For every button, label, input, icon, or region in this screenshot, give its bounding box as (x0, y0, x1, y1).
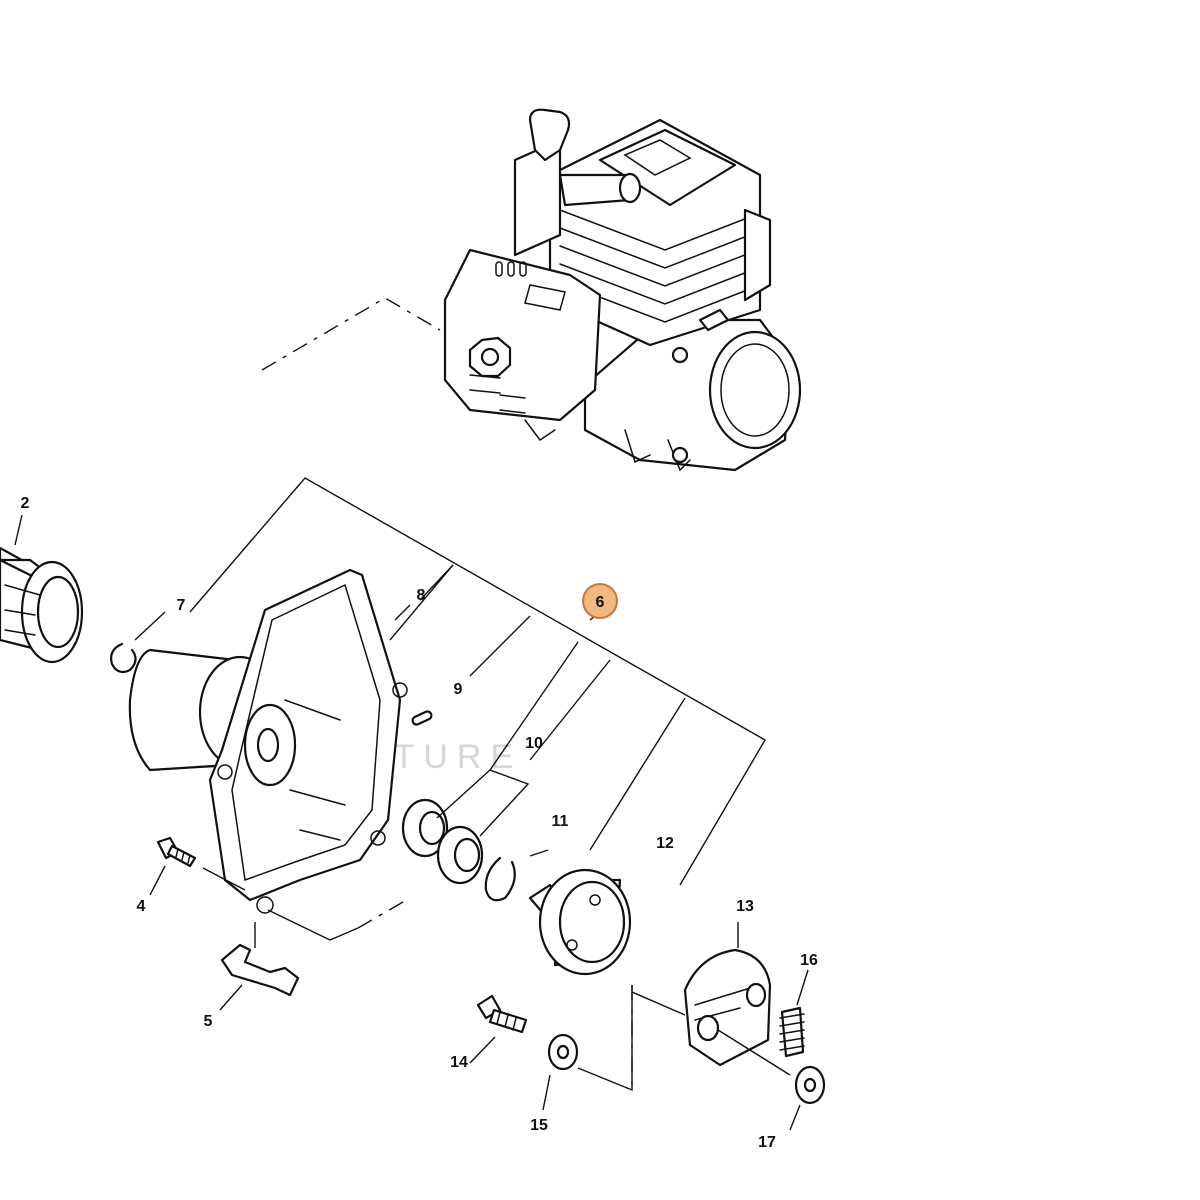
part-11-circlip (484, 856, 516, 902)
callout-12: 12 (656, 835, 674, 852)
part-9-pin (411, 710, 433, 726)
leader-lines (14, 477, 809, 1131)
callout-10: 10 (525, 735, 543, 752)
part-15-washer (547, 1033, 579, 1071)
engine-illustration (443, 108, 802, 472)
callout-14: 14 (450, 1054, 468, 1071)
callout-labels: 2 4 5 7 8 9 10 11 12 13 14 15 16 17 (21, 495, 818, 1151)
part-10-bearings (401, 798, 484, 885)
highlight-circle (582, 583, 618, 619)
callout-8: 8 (417, 587, 426, 604)
callout-15: 15 (530, 1117, 548, 1134)
callout-16: 16 (800, 952, 818, 969)
callout-17: 17 (758, 1134, 776, 1151)
clutch-housing (128, 568, 408, 914)
part-12-clutch-drum (528, 868, 632, 976)
callout-9: 9 (454, 681, 463, 698)
callout-6: 6 (596, 594, 605, 611)
callout-7: 7 (177, 597, 186, 614)
callout-13: 13 (736, 898, 754, 915)
part-16-spring (779, 1006, 805, 1058)
callout-11: 11 (552, 813, 569, 830)
housing-dash-leader (357, 897, 411, 929)
callout-5: 5 (204, 1013, 213, 1030)
part-14-bolt (476, 994, 528, 1034)
callout-6-highlight[interactable]: 6 (582, 583, 618, 619)
part-2-coupling (0, 546, 84, 664)
part-7-ring (110, 642, 137, 674)
part-4-screw (156, 836, 197, 868)
callout-4: 4 (137, 898, 146, 915)
part-5-clip (220, 943, 300, 997)
part-17-washer (794, 1065, 826, 1105)
callout-2: 2 (21, 495, 30, 512)
part-13-clutch-shoes (683, 948, 772, 1067)
engine-leader (261, 297, 441, 371)
